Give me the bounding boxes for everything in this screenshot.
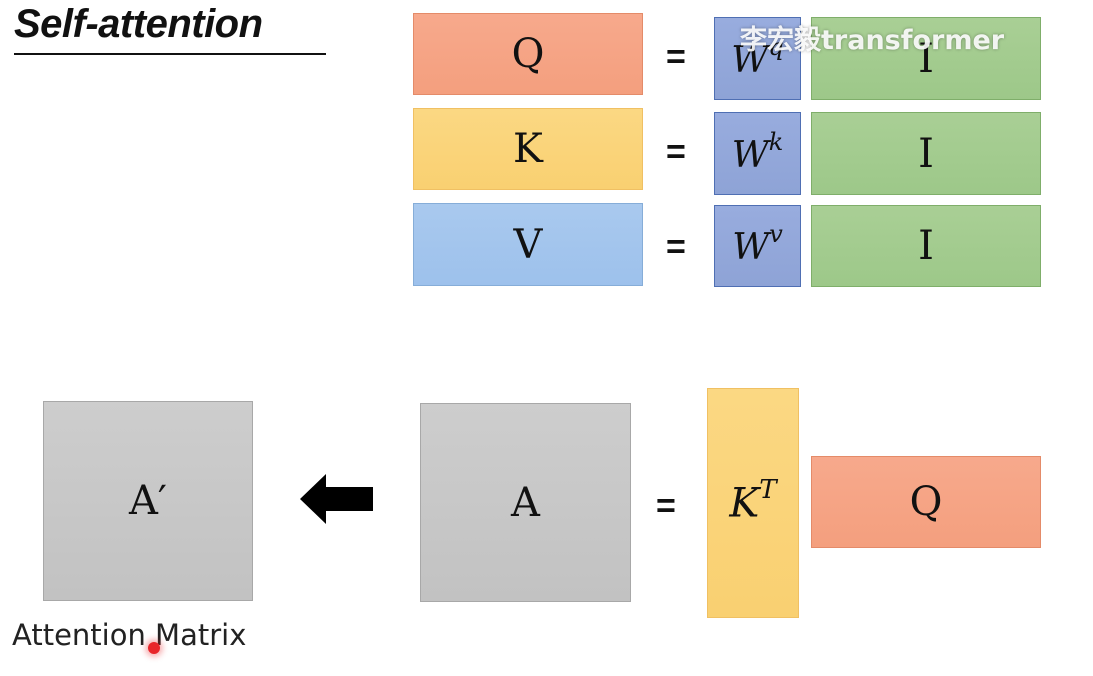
- wk-label: Wk: [731, 127, 784, 176]
- i-input-box-v: I: [811, 205, 1041, 287]
- q-label: Q: [511, 31, 545, 77]
- q-matrix-label: Q: [909, 479, 943, 525]
- v-output-box: V: [413, 203, 643, 286]
- wq-weight-box: Wq: [714, 17, 801, 100]
- v-label: V: [513, 221, 543, 268]
- a-prime-matrix-box: A′: [43, 401, 253, 601]
- k-label: K: [513, 126, 543, 172]
- a-prime-label: A′: [129, 478, 167, 524]
- equals-sign-k: =: [666, 133, 686, 171]
- a-label: A: [511, 479, 540, 526]
- equals-sign-q: =: [666, 38, 686, 76]
- attention-matrix-caption: Attention Matrix: [12, 618, 247, 652]
- kt-label: KT: [729, 475, 777, 527]
- equals-sign-attention: =: [656, 487, 676, 525]
- q-output-box: Q: [413, 13, 643, 95]
- q-matrix-box: Q: [811, 456, 1041, 548]
- left-arrow-icon: [300, 474, 373, 524]
- i-label-v: I: [918, 223, 934, 269]
- wv-label: Wv: [732, 220, 783, 268]
- i-input-box-q: I: [811, 17, 1041, 100]
- wk-weight-box: Wk: [714, 112, 801, 195]
- i-label-q: I: [918, 35, 934, 82]
- k-output-box: K: [413, 108, 643, 190]
- i-label-k: I: [918, 130, 934, 177]
- cursor-dot: [148, 642, 160, 654]
- wq-label: Wq: [731, 32, 784, 81]
- watermark-text: 李宏毅transformer: [740, 25, 1005, 56]
- k-transpose-box: KT: [707, 388, 799, 618]
- title-underline: [14, 53, 326, 55]
- a-matrix-box: A: [420, 403, 631, 602]
- slide-title: Self-attention: [14, 2, 263, 46]
- i-input-box-k: I: [811, 112, 1041, 195]
- wv-weight-box: Wv: [714, 205, 801, 287]
- equals-sign-v: =: [666, 228, 686, 266]
